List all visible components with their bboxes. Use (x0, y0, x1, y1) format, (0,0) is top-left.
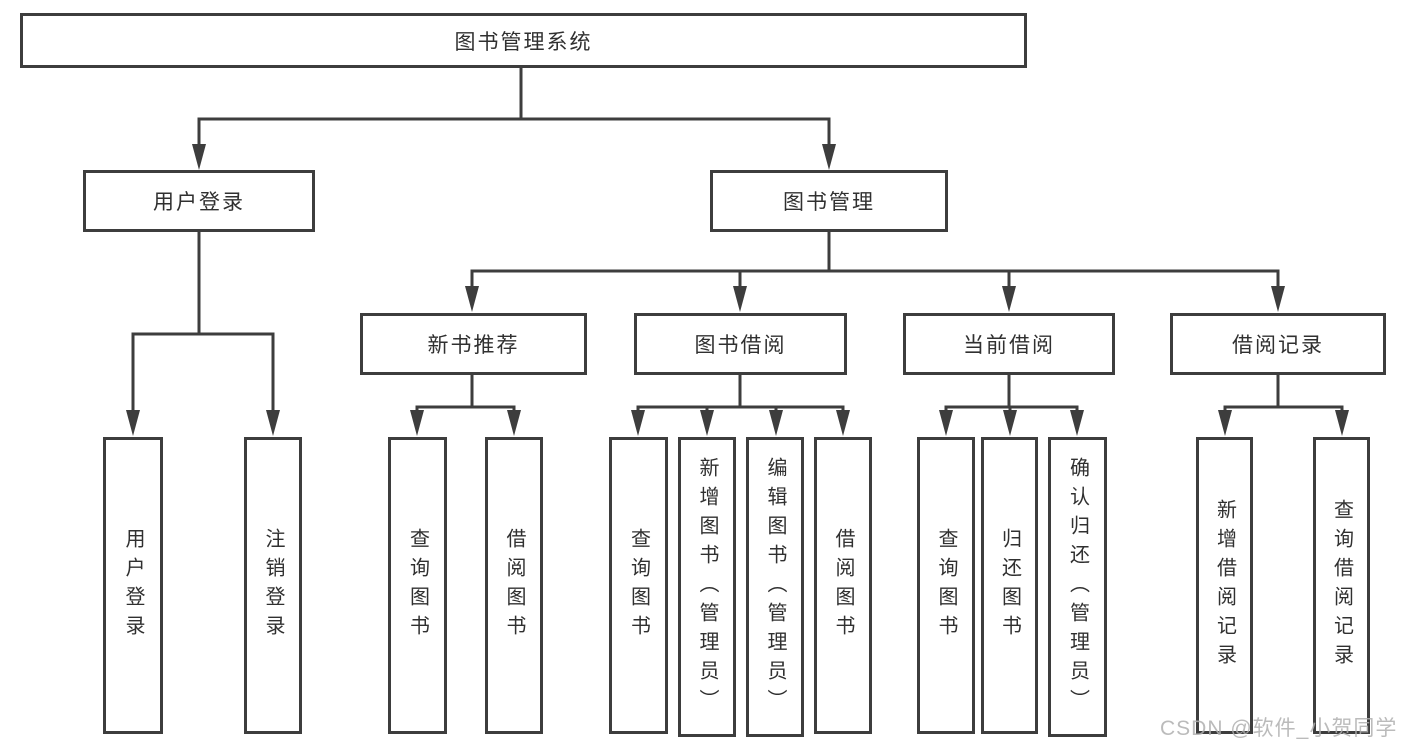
node-book-management: 图书管理 (710, 170, 948, 232)
leaf-label: 查询图书 (935, 527, 957, 644)
leaf-label: 确认归还（管理员） (1066, 456, 1089, 718)
leaf-add-borrow-record: 新增借阅记录 (1196, 437, 1253, 734)
leaf-borrow-books-1: 借阅图书 (485, 437, 543, 734)
leaf-label: 查询借阅记录 (1330, 498, 1353, 673)
leaf-label: 编辑图书（管理员） (764, 456, 786, 718)
leaf-borrow-books-2: 借阅图书 (814, 437, 872, 734)
leaf-label: 借阅图书 (503, 527, 525, 644)
arrowhead-icons (126, 144, 1349, 436)
leaf-user-login: 用户登录 (103, 437, 163, 734)
node-current-borrow: 当前借阅 (903, 313, 1115, 375)
leaf-edit-book-admin: 编辑图书（管理员） (746, 437, 804, 737)
leaf-return-books: 归还图书 (981, 437, 1038, 734)
node-user-login: 用户登录 (83, 170, 315, 232)
leaf-label: 借阅图书 (832, 527, 854, 644)
leaf-label: 用户登录 (122, 527, 144, 644)
leaf-label: 归还图书 (998, 527, 1021, 644)
leaf-label: 新增图书（管理员） (696, 456, 718, 718)
leaf-label: 注销登录 (262, 527, 284, 644)
leaf-query-books-3: 查询图书 (917, 437, 975, 734)
leaf-query-borrow-record: 查询借阅记录 (1313, 437, 1370, 734)
leaf-query-books-2: 查询图书 (609, 437, 668, 734)
leaf-logout: 注销登录 (244, 437, 302, 734)
leaf-label: 查询图书 (406, 527, 429, 644)
node-new-book-recommend: 新书推荐 (360, 313, 587, 375)
node-borrow-records: 借阅记录 (1170, 313, 1386, 375)
csdn-watermark: CSDN @软件_小贺同学 (1160, 717, 1398, 740)
leaf-query-books-1: 查询图书 (388, 437, 447, 734)
node-book-borrow: 图书借阅 (634, 313, 847, 375)
leaf-add-book-admin: 新增图书（管理员） (678, 437, 736, 737)
leaf-confirm-return-admin: 确认归还（管理员） (1048, 437, 1107, 737)
leaf-label: 查询图书 (627, 527, 650, 644)
node-library-system: 图书管理系统 (20, 13, 1027, 68)
leaf-label: 新增借阅记录 (1213, 498, 1236, 673)
